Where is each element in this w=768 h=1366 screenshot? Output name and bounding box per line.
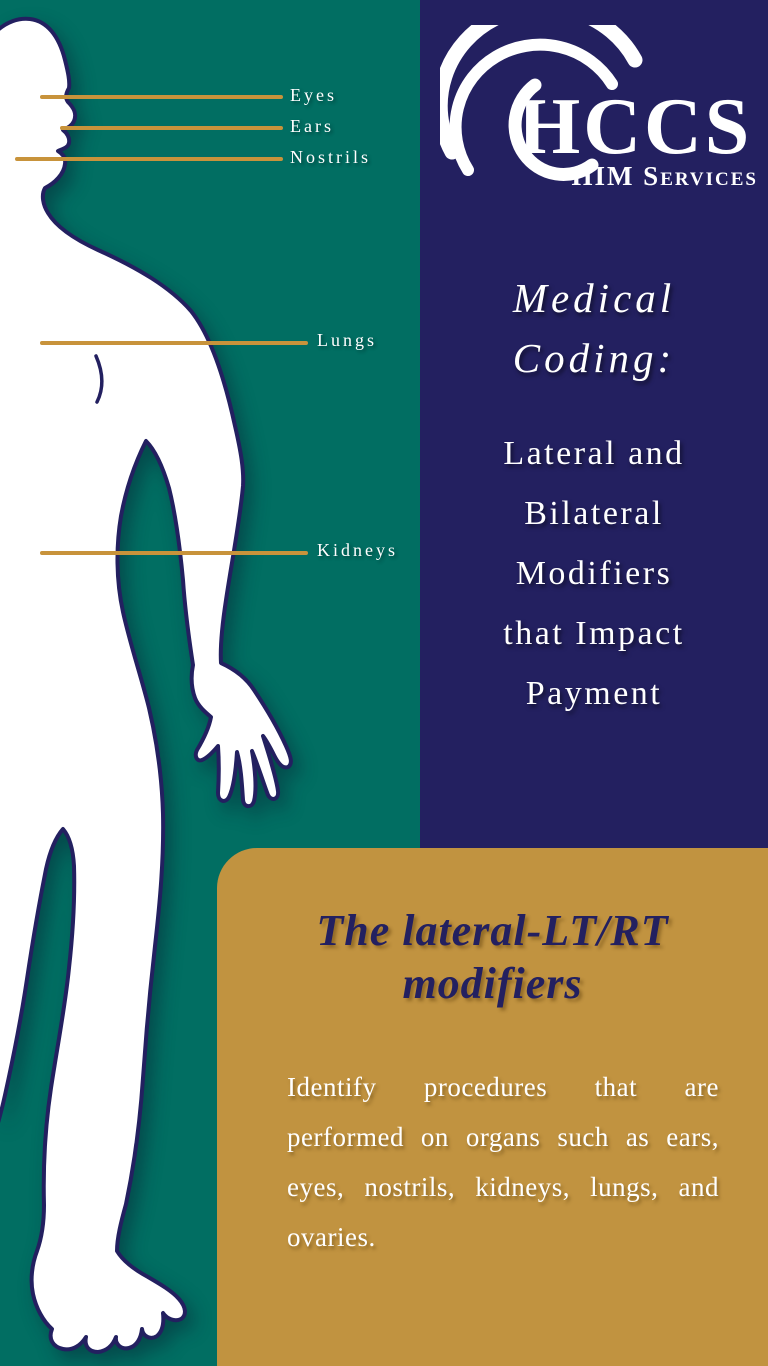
anatomy-label-ears: Ears [290,116,334,136]
section-heading: The lateral-LT/RT modifiers [316,906,669,1008]
subtitle-line: Modifiers [515,555,673,592]
subtitle-line: that Impact [503,615,685,652]
pointer-line-lungs [40,341,308,345]
elbow-crease-line [94,354,104,404]
subtitle-line: Payment [525,675,663,712]
body-outline-path [0,16,293,1354]
page-subtitle: Lateral and Bilateral Modifiers that Imp… [420,424,768,724]
logo-subtitle: HIM Services [571,161,758,191]
section-body-text: Identify procedures that are performed o… [287,1072,719,1252]
anatomy-label-nostrils: Nostrils [290,147,372,167]
human-body-silhouette [0,16,293,1354]
subtitle-line: Lateral and [503,435,685,472]
pointer-line-nostrils [15,157,283,161]
hccs-logo: HCCS HIM Services [440,25,762,200]
pointer-line-ears [60,126,283,130]
anatomy-label-kidneys: Kidneys [317,540,398,560]
pointer-line-eyes [40,95,283,99]
subtitle-line: Bilateral [524,495,664,532]
logo-wordmark: HCCS [518,83,753,171]
pointer-line-kidneys [40,551,308,555]
navy-panel: Medical Coding: Lateral and Bilateral Mo… [420,0,768,848]
anatomy-label-lungs: Lungs [317,330,377,350]
gold-panel: The lateral-LT/RT modifiers Identify pro… [217,848,768,1366]
anatomy-label-eyes: Eyes [290,85,337,105]
hccs-swoosh-icon [440,25,643,181]
page-title: Medical Coding: [512,275,676,381]
